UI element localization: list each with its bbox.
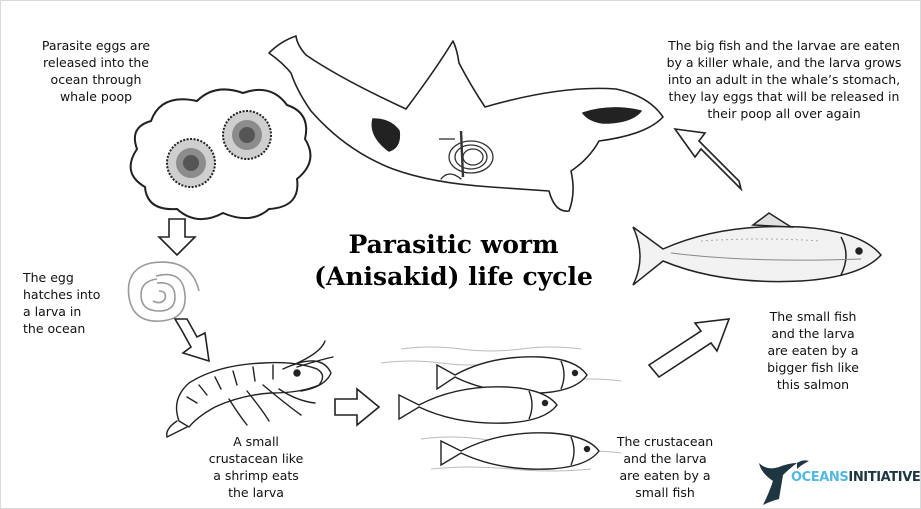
logo-prefix: OCEANS [791, 470, 848, 485]
caption-line: whale poop [21, 88, 171, 105]
caption-line: the larva [191, 484, 321, 501]
caption-crustacean: A small crustacean like a shrimp eats th… [191, 433, 321, 501]
caption-line: the ocean [23, 320, 113, 337]
killer-whale-icon [269, 36, 663, 211]
caption-line: and the larva [605, 450, 725, 467]
caption-line: bigger fish like [753, 359, 873, 376]
caption-line: small fish [605, 484, 725, 501]
caption-line: into an adult in the whale’s stomach, [653, 71, 915, 88]
caption-line: their poop all over again [653, 105, 915, 122]
caption-line: and the larva [753, 325, 873, 342]
caption-line: The crustacean [605, 433, 725, 450]
caption-bigger-fish: The small fish and the larva are eaten b… [753, 308, 873, 393]
diagram-title: Parasitic worm (Anisakid) life cycle [291, 229, 616, 293]
caption-whale: The big fish and the larvae are eaten by… [653, 37, 915, 122]
salmon-icon [633, 213, 881, 285]
caption-line: The small fish [753, 308, 873, 325]
caption-line: they lay eggs that will be released in [653, 88, 915, 105]
title-line-2: (Anisakid) life cycle [291, 261, 616, 293]
title-line-1: Parasitic worm [291, 229, 616, 261]
caption-line: are eaten by a [753, 342, 873, 359]
caption-line: crustacean like [191, 450, 321, 467]
caption-line: this salmon [753, 376, 873, 393]
larva-spiral-icon [128, 262, 199, 321]
caption-line: by a killer whale, and the larva grows [653, 54, 915, 71]
caption-line: hatches into [23, 286, 113, 303]
poop-cloud-icon [131, 89, 311, 219]
caption-line: A small [191, 433, 321, 450]
caption-line: released into the [21, 54, 171, 71]
caption-hatch: The egg hatches into a larva in the ocea… [23, 269, 113, 337]
caption-line: ocean through [21, 71, 171, 88]
adult-worm-icon [439, 131, 493, 177]
caption-line: are eaten by a [605, 467, 725, 484]
caption-eggs: Parasite eggs are released into the ocea… [21, 37, 171, 105]
caption-line: a shrimp eats [191, 467, 321, 484]
herring-icon [399, 357, 599, 469]
caption-line: The big fish and the larvae are eaten [653, 37, 915, 54]
caption-line: The egg [23, 269, 113, 286]
caption-small-fish: The crustacean and the larva are eaten b… [605, 433, 725, 501]
caption-line: a larva in [23, 303, 113, 320]
logo-suffix: INITIATIVE [848, 470, 920, 485]
oceans-initiative-logo: OCEANSINITIATIVE [791, 470, 920, 485]
caption-line: Parasite eggs are [21, 37, 171, 54]
